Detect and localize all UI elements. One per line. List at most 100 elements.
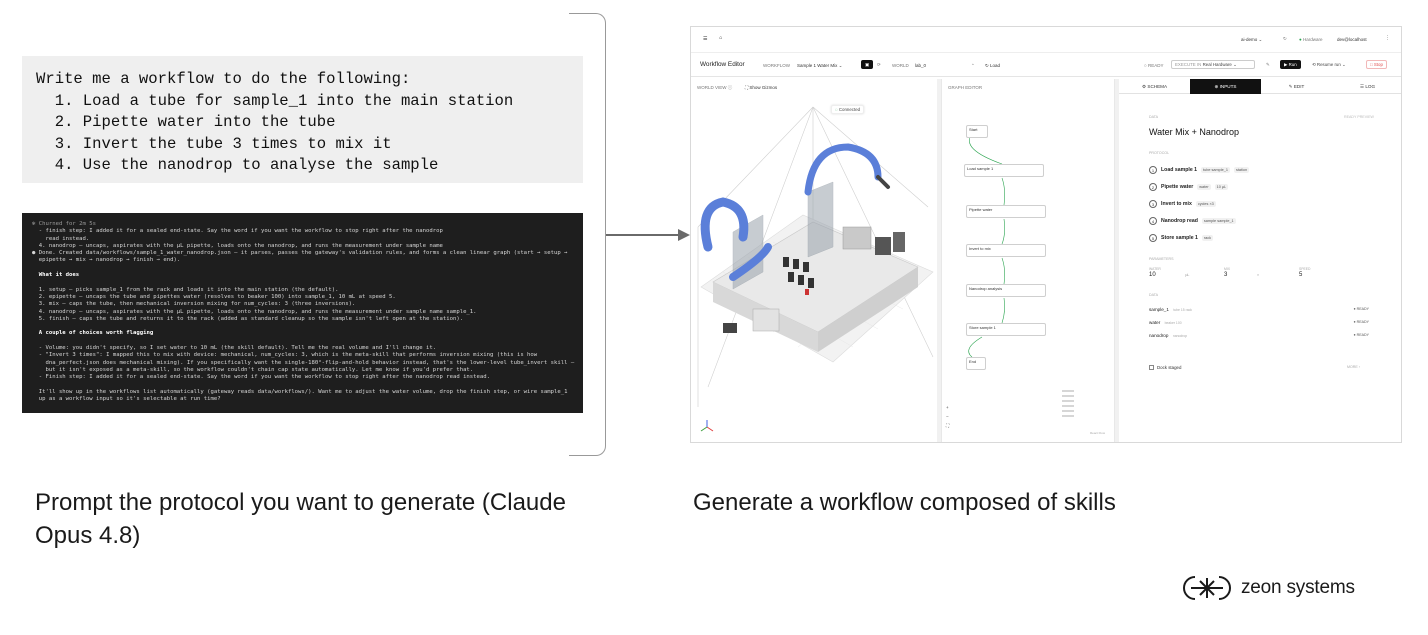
- graph-node[interactable]: Nanodrop analysis: [966, 284, 1046, 297]
- terminal-line: [32, 338, 573, 345]
- parameter-field[interactable]: WATER 10 µL: [1149, 267, 1190, 278]
- graph-node[interactable]: Store sample 1: [966, 323, 1046, 336]
- refresh-icon[interactable]: ↻: [1283, 36, 1287, 41]
- user-menu[interactable]: ai-demo ⌄: [1241, 37, 1263, 42]
- parameter-field[interactable]: SPEED 5: [1299, 267, 1311, 278]
- prompt-line: 3. Invert the tube 3 times to mix it: [36, 134, 392, 153]
- protocol-step[interactable]: 2 Pipette water water 10 µL: [1149, 182, 1229, 192]
- world-view-label: WORLD VIEW ⓘ: [697, 85, 733, 90]
- react-flow-attribution: React Flow: [1090, 431, 1106, 435]
- ready-status: ○ READY: [1144, 63, 1164, 68]
- data-row[interactable]: sample_1 tube 15 rack ● READY: [1149, 307, 1369, 312]
- tab-schema[interactable]: ⚙ SCHEMA: [1141, 84, 1168, 89]
- world-label: WORLD: [892, 63, 909, 68]
- terminal-line: - Volume: you didn't specify, so I set w…: [32, 345, 437, 352]
- graph-node-end[interactable]: End: [966, 357, 986, 370]
- terminal-line: What it does: [32, 272, 80, 279]
- terminal-line: 2. epipette — uncaps the tube and pipett…: [32, 293, 396, 300]
- world-select[interactable]: lab_0: [915, 63, 927, 68]
- caption-left: Prompt the protocol you want to generate…: [35, 489, 566, 549]
- workflow-title: Water Mix + Nanodrop: [1149, 127, 1239, 137]
- terminal-line: [32, 382, 573, 389]
- run-button[interactable]: ▶ Run: [1280, 60, 1301, 69]
- graph-node[interactable]: Load sample 1: [964, 164, 1044, 177]
- terminal-line: - finish step: I added it for a sealed e…: [32, 228, 443, 235]
- protocol-step[interactable]: 3 Invert to mix cycles ×3: [1149, 199, 1216, 209]
- tab-edit[interactable]: ✎ EDIT: [1288, 84, 1305, 89]
- protocol-step[interactable]: 4 Nanodrop read sample sample_1: [1149, 216, 1236, 226]
- pane-resizer[interactable]: [1115, 79, 1119, 442]
- workflow-select[interactable]: Sample 1 Water Mix ⌄: [797, 63, 843, 68]
- protocol-step[interactable]: 1 Load sample 1 tube sample_1 station: [1149, 165, 1250, 175]
- sync-icon[interactable]: ⟳: [877, 62, 881, 67]
- data-row[interactable]: nanodrop nanodrop ● READY: [1149, 333, 1369, 338]
- prompt-line: Write me a workflow to do the following:: [36, 70, 411, 88]
- terminal-output: ✻ Churned for 2m 5s - finish step: I add…: [22, 213, 583, 413]
- data-row[interactable]: water beaker 100 ● READY: [1149, 320, 1369, 325]
- editor-title: Workflow Editor: [700, 61, 745, 68]
- tab-log[interactable]: ☰ LOG: [1359, 84, 1376, 89]
- graph-editor-pane[interactable]: GRAPH EDITOR Start Load sample 1 Pipette…: [941, 79, 1115, 442]
- load-button[interactable]: ↻ Load: [985, 63, 1001, 68]
- terminal-line: ✻ Churned for 2m 5s: [32, 221, 96, 227]
- graph-node[interactable]: Pipette water: [966, 205, 1046, 218]
- pane-resizer[interactable]: [937, 79, 941, 442]
- section-label: DATA: [1149, 115, 1159, 119]
- robot-lab-scene: [697, 106, 934, 432]
- inspector-tabs: ⚙ SCHEMA ⊕ INPUTS ✎ EDIT ☰ LOG: [1119, 79, 1401, 94]
- zoom-in-icon[interactable]: +: [946, 405, 949, 410]
- workflow-editor-app: ☰ ⌂ ai-demo ⌄ ↻ ● Hardware dev@localhost…: [690, 26, 1402, 443]
- resume-run-button[interactable]: ⟲ Resume run ⌄: [1312, 62, 1346, 67]
- protocol-step[interactable]: 5 Store sample 1 rack: [1149, 233, 1214, 243]
- menu-icon[interactable]: ☰: [703, 36, 708, 42]
- execute-select[interactable]: EXECUTE IN Real Hardware ⌄: [1171, 60, 1255, 69]
- wand-icon[interactable]: ✎: [1266, 62, 1270, 67]
- more-icon[interactable]: ⋮: [1385, 35, 1391, 41]
- hardware-status: ● Hardware: [1299, 37, 1323, 42]
- graph-node-start[interactable]: Start: [966, 125, 988, 138]
- arrow-connector: [606, 234, 682, 236]
- terminal-line: 3. mix — caps the tube, then mechanical …: [32, 301, 356, 308]
- world-select-chevron-icon[interactable]: ⌃: [971, 63, 975, 68]
- prompt-line: 4. Use the nanodrop to analyse the sampl…: [36, 156, 439, 174]
- world-view-pane[interactable]: WORLD VIEW ⓘ ⛶ Show Gizmos ◌ Connected: [693, 79, 937, 442]
- host-label: dev@localhost: [1337, 37, 1367, 42]
- terminal-line: - "Invert 3 times": I mapped this to mix…: [32, 352, 538, 359]
- bracket-connector: [569, 13, 606, 456]
- terminal-line: 4. nanodrop — uncaps, aspirates with the…: [32, 308, 477, 315]
- fit-view-icon[interactable]: ⛶: [946, 423, 950, 428]
- graph-node[interactable]: Invert to mix: [966, 244, 1046, 257]
- prompt-box: Write me a workflow to do the following:…: [22, 56, 583, 183]
- zeon-logo-icon: [1183, 576, 1231, 600]
- data-label: DATA: [1149, 293, 1159, 297]
- parameters-label: PARAMETERS: [1149, 257, 1174, 261]
- parameter-field[interactable]: MIX 3 ×: [1224, 267, 1260, 278]
- more-menu[interactable]: MORE ›: [1347, 365, 1360, 369]
- terminal-line: but it isn't exposed as a meta-skill, so…: [32, 366, 474, 373]
- terminal-line: - Finish step: I added it for a sealed e…: [32, 374, 491, 381]
- caption-right: Generate a workflow composed of skills: [693, 489, 1116, 516]
- prompt-line: 1. Load a tube for sample_1 into the mai…: [36, 91, 514, 110]
- stop-button[interactable]: □ Stop: [1366, 60, 1387, 69]
- graph-editor-label: GRAPH EDITOR: [948, 85, 983, 90]
- preview-meta: READY PREVIEW: [1344, 115, 1374, 119]
- terminal-line: 1. setup — picks sample_1 from the rack …: [32, 286, 339, 293]
- terminal-line: 5. finish — caps the tube and returns it…: [32, 315, 464, 322]
- save-icon[interactable]: ▣: [861, 60, 874, 69]
- app-topbar: ☰ ⌂ ai-demo ⌄ ↻ ● Hardware dev@localhost…: [691, 27, 1401, 53]
- dock-staged-checkbox[interactable]: Dock staged: [1149, 365, 1181, 370]
- terminal-line: dna_perfect.json does mechanical mixing)…: [32, 359, 575, 366]
- tab-inputs[interactable]: ⊕ INPUTS: [1190, 79, 1261, 94]
- connection-badge: ◌ Connected: [831, 105, 865, 114]
- zoom-out-icon[interactable]: −: [946, 414, 949, 419]
- company-logo: zeon systems: [1181, 574, 1355, 602]
- prompt-line: 2. Pipette water into the tube: [36, 113, 336, 131]
- home-icon[interactable]: ⌂: [719, 35, 723, 41]
- terminal-line: [32, 279, 573, 286]
- terminal-line: up as a workflow input so it's selectabl…: [32, 396, 221, 403]
- minimap-icon[interactable]: [1062, 389, 1076, 419]
- show-gizmos-toggle[interactable]: ⛶ Show Gizmos: [745, 85, 778, 90]
- workflow-label: WORKFLOW: [763, 63, 790, 68]
- logo-text: zeon systems: [1241, 577, 1355, 598]
- terminal-line: A couple of choices worth flagging: [32, 330, 154, 337]
